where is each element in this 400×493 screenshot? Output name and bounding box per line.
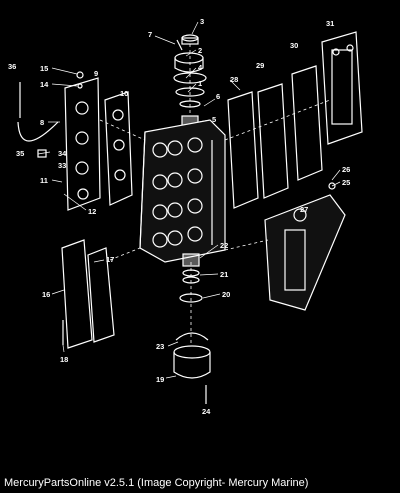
callout-9: 9 xyxy=(94,69,98,78)
callout-17: 17 xyxy=(106,255,114,264)
callout-36: 36 xyxy=(8,62,16,71)
callout-27: 27 xyxy=(300,205,308,214)
leader-lines xyxy=(37,21,341,379)
callout-2: 2 xyxy=(198,46,202,55)
callout-22: 22 xyxy=(220,241,228,250)
callout-20: 20 xyxy=(222,290,230,299)
callout-3: 3 xyxy=(200,17,204,26)
callout-33: 33 xyxy=(58,161,66,170)
lower-bearing-stack xyxy=(173,253,211,404)
callout-35: 35 xyxy=(16,149,24,158)
callout-8: 8 xyxy=(40,118,44,127)
cylinder-block xyxy=(139,119,226,263)
callout-10: 10 xyxy=(120,89,128,98)
callout-18: 18 xyxy=(60,355,68,364)
callout-16: 16 xyxy=(42,290,50,299)
callout-34: 34 xyxy=(58,149,67,158)
callout-14: 14 xyxy=(40,80,49,89)
callout-12: 12 xyxy=(88,207,96,216)
lower-housing xyxy=(264,182,346,311)
lower-left-cover xyxy=(61,239,115,349)
callout-23: 23 xyxy=(156,342,164,351)
callout-1: 1 xyxy=(198,79,202,88)
alignment-lines xyxy=(99,44,331,345)
callout-24: 24 xyxy=(202,407,211,416)
callout-11: 11 xyxy=(40,176,48,185)
copyright-footer: MercuryPartsOnline v2.5.1 (Image Copyrig… xyxy=(0,474,400,493)
part-callouts: 3 7 2 4 1 5 36 15 14 9 8 10 35 34 33 11 … xyxy=(8,17,350,416)
callout-25: 25 xyxy=(342,178,350,187)
callout-7: 7 xyxy=(148,30,152,39)
callout-30: 30 xyxy=(290,41,298,50)
callout-6: 6 xyxy=(216,92,220,101)
callout-21: 21 xyxy=(220,270,228,279)
callout-4: 4 xyxy=(198,63,203,72)
callout-26: 26 xyxy=(342,165,350,174)
exploded-parts-diagram: 3 7 2 4 1 5 36 15 14 9 8 10 35 34 33 11 … xyxy=(8,17,363,416)
callout-28: 28 xyxy=(230,75,238,84)
callout-31: 31 xyxy=(326,19,334,28)
callout-5: 5 xyxy=(212,115,216,124)
left-cover-assembly xyxy=(17,71,133,211)
callout-19: 19 xyxy=(156,375,164,384)
callout-15: 15 xyxy=(40,64,48,73)
right-cover-assembly xyxy=(227,31,363,209)
callout-29: 29 xyxy=(256,61,264,70)
